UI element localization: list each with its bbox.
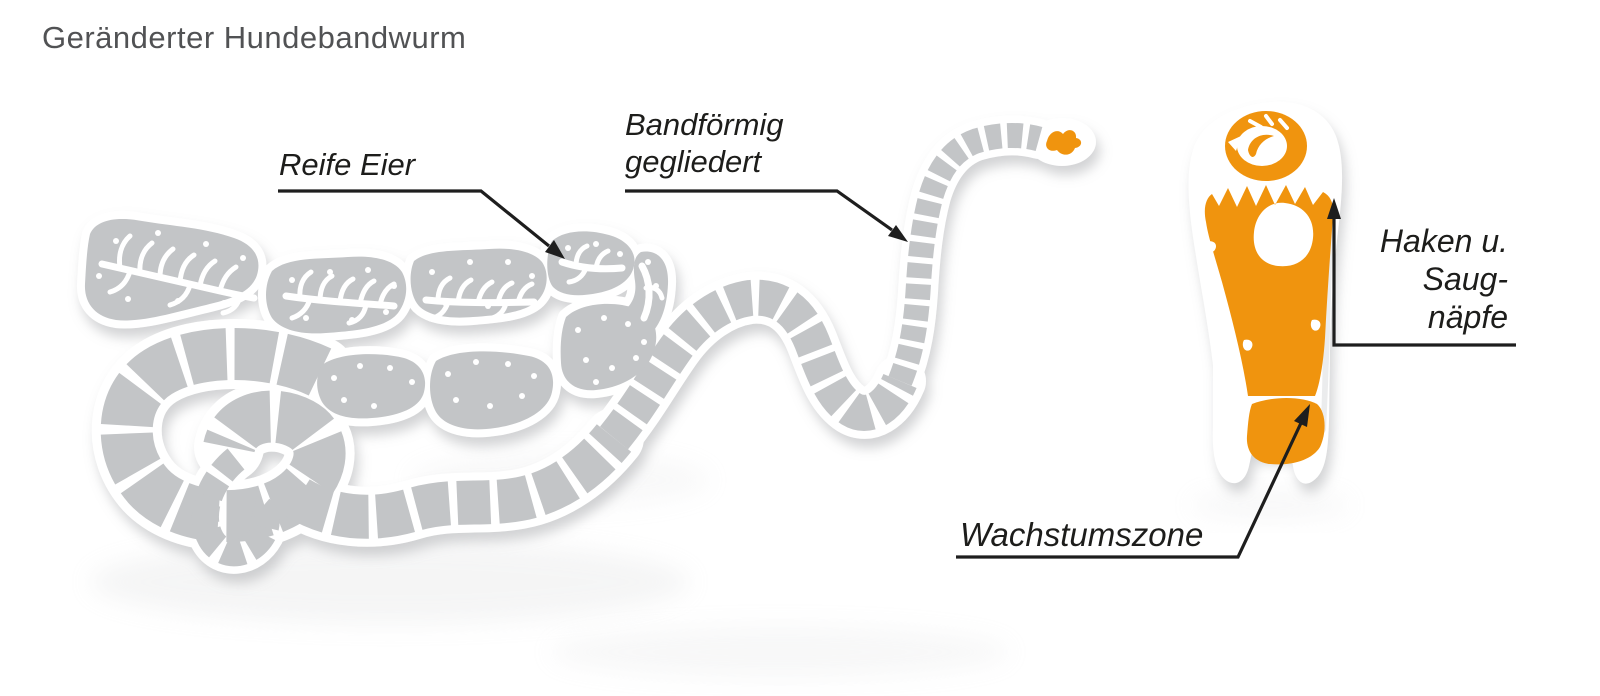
scolex-rostellum <box>1225 111 1307 181</box>
tapeworm-body <box>85 118 1096 553</box>
scolex-body <box>1204 185 1334 396</box>
label-bandfoermig-line1: Bandförmig <box>625 107 784 142</box>
label-haken-line3: näpfe <box>1427 299 1508 335</box>
reife-eier-arrowhead-icon <box>545 240 565 259</box>
scolex-detail <box>1188 101 1343 484</box>
haken-leader-line <box>1332 214 1516 347</box>
label-reife-eier: Reife Eier <box>279 146 415 183</box>
label-wachstumszone: Wachstumszone <box>960 516 1203 553</box>
uterus-branch-patterns <box>98 233 665 326</box>
label-haken-line1: Haken u. <box>1379 223 1508 259</box>
scolex-edge-nicks <box>1205 241 1321 351</box>
arrowheads <box>545 198 1341 427</box>
label-reife-eier-text: Reife Eier <box>279 147 416 182</box>
worm-scolex-tip <box>1046 130 1082 155</box>
reife-eier-leader-line <box>278 189 551 248</box>
wachstumszone-leader-line <box>956 422 1303 559</box>
label-haken-saugnaepfe: Haken u. Saug- näpfe <box>1338 222 1508 336</box>
wachstumszone-arrowhead-icon <box>1294 404 1310 427</box>
label-bandfoermig-gegliedert: Bandförmig gegliedert <box>625 106 784 180</box>
annotation-arrows <box>278 189 1516 559</box>
bandfoermig-leader-line <box>625 189 893 232</box>
haken-arrowhead-icon <box>1327 198 1341 219</box>
bandfoermig-arrowhead-icon <box>888 225 908 242</box>
label-haken-line2: Saug- <box>1422 261 1508 297</box>
label-wachstumszone-text: Wachstumszone <box>960 516 1204 553</box>
egg-speckles <box>96 230 659 409</box>
page-title: Geränderter Hundebandwurm <box>42 20 467 55</box>
label-bandfoermig-line2: gegliedert <box>625 144 762 179</box>
